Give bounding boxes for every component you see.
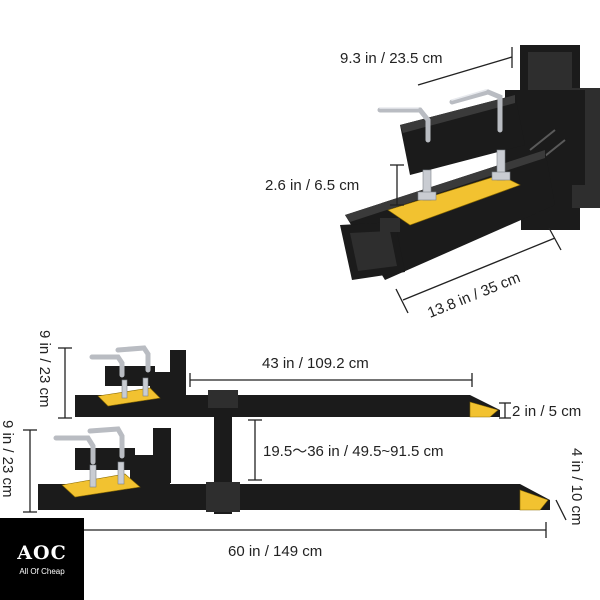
brand-logo: AOC All Of Cheap <box>0 518 84 600</box>
dimension-blade-width: 4 in / 10 cm <box>555 448 585 526</box>
fork-upper <box>75 345 500 418</box>
dimension-overall-length: 60 in / 149 cm <box>40 522 547 560</box>
logo-mark: AOC <box>17 541 67 564</box>
dimension-blade-length: 43 in / 109.2 cm <box>189 355 473 387</box>
dimension-clamp-gap-label: 2.6 in / 6.5 cm <box>265 177 359 194</box>
dimension-blade-thickness: 2 in / 5 cm <box>499 402 581 420</box>
dimension-overall-length-label: 60 in / 149 cm <box>228 543 322 560</box>
dimension-fork-height-lower: 9 in / 23 cm <box>0 420 37 513</box>
dimension-top-width-label: 9.3 in / 23.5 cm <box>340 50 443 67</box>
dimension-blade-width-label: 4 in / 10 cm <box>568 448 585 526</box>
dimension-blade-thickness-label: 2 in / 5 cm <box>512 403 581 420</box>
clamp-closeup <box>340 45 600 280</box>
cross-bar <box>206 390 240 514</box>
dimension-fork-height-lower-label: 9 in / 23 cm <box>0 420 16 498</box>
dimension-fork-height-upper-label: 9 in / 23 cm <box>36 330 53 408</box>
dimension-hook-length-label: 13.8 in / 35 cm <box>425 269 523 322</box>
dimension-blade-length-label: 43 in / 109.2 cm <box>262 355 369 372</box>
dimension-clamp-gap: 2.6 in / 6.5 cm <box>265 164 404 206</box>
dimension-fork-height-upper: 9 in / 23 cm <box>36 330 72 419</box>
fork-lower <box>38 426 550 511</box>
dimension-fork-spacing: 19.5～36 in / 49.5~91.5 cm <box>248 419 444 481</box>
dimension-top-width: 9.3 in / 23.5 cm <box>340 47 513 86</box>
logo-name: All Of Cheap <box>19 566 65 576</box>
dimension-fork-spacing-label: 19.5～36 in / 49.5~91.5 cm <box>263 443 444 460</box>
